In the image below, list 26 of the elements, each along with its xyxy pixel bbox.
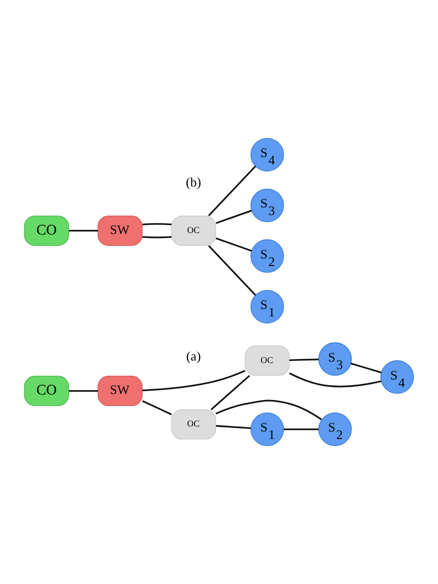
node-box: SW (98, 376, 143, 406)
connector (142, 236, 172, 238)
node-box: OC (244, 346, 290, 376)
connector (216, 425, 251, 430)
connector (284, 428, 319, 430)
connector (216, 210, 252, 224)
connector (208, 166, 256, 216)
node-box: CO (24, 376, 70, 406)
connector (216, 238, 252, 252)
connector (289, 372, 382, 388)
connector (142, 370, 246, 392)
connector (68, 230, 98, 232)
connector (289, 358, 319, 361)
connector (68, 390, 98, 392)
connector (208, 245, 256, 296)
label: (a) (186, 348, 201, 364)
node-box: OC (171, 409, 216, 440)
node-box: OC (171, 216, 216, 246)
label: (b) (186, 174, 202, 190)
connector (142, 223, 172, 226)
node-box: CO (24, 216, 70, 246)
connector (142, 400, 172, 416)
connector (216, 400, 322, 420)
connector (210, 374, 250, 410)
node-box: SW (98, 216, 143, 246)
connector (350, 362, 382, 374)
